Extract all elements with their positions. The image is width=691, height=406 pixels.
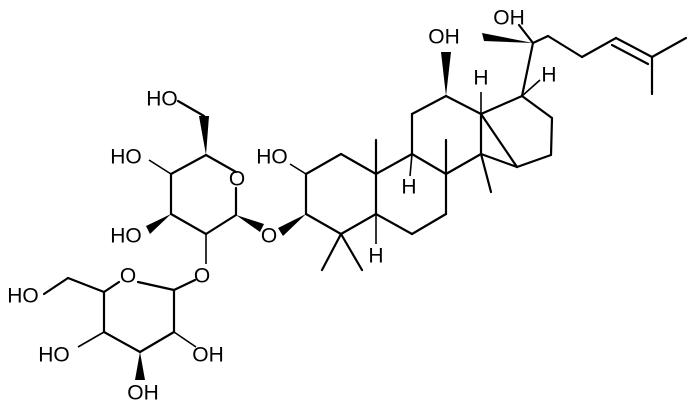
atom-label-oh-c3-glucose-lower: OH [127, 382, 159, 405]
atom-label-h-c13: H [473, 67, 488, 90]
atom-label-o-glycosidic-c3: O [261, 225, 277, 248]
atom-label-oh-c12: OH [428, 26, 460, 49]
atom-label-h-c9: H [401, 176, 416, 199]
atom-label-o-ring-glucose-lower: O [120, 265, 136, 288]
atom-label-oh-side-chain-c20: OH [493, 7, 525, 30]
atom-label-ho-c3-glucose-upper: HO [110, 225, 142, 248]
atom-label-ho-c6-glucose-lower: HO [7, 285, 39, 308]
atom-label-ho-c2-aglycone: HO [256, 146, 288, 169]
bond-layer [42, 23, 688, 380]
atom-label-o-glycosidic-c2-prime: O [194, 265, 210, 288]
atom-label-h-c5: H [368, 245, 383, 268]
atom-label-h-c17: H [541, 64, 556, 87]
atom-label-ho-c4-glucose-lower: HO [38, 344, 70, 367]
atom-label-o-ring-glucose-upper: O [229, 168, 245, 191]
atom-label-ho-c4-glucose-upper: HO [110, 146, 142, 169]
atom-label-ho-c6-glucose-upper: HO [146, 88, 178, 111]
atom-label-oh-c2-glucose-lower: OH [192, 344, 224, 367]
